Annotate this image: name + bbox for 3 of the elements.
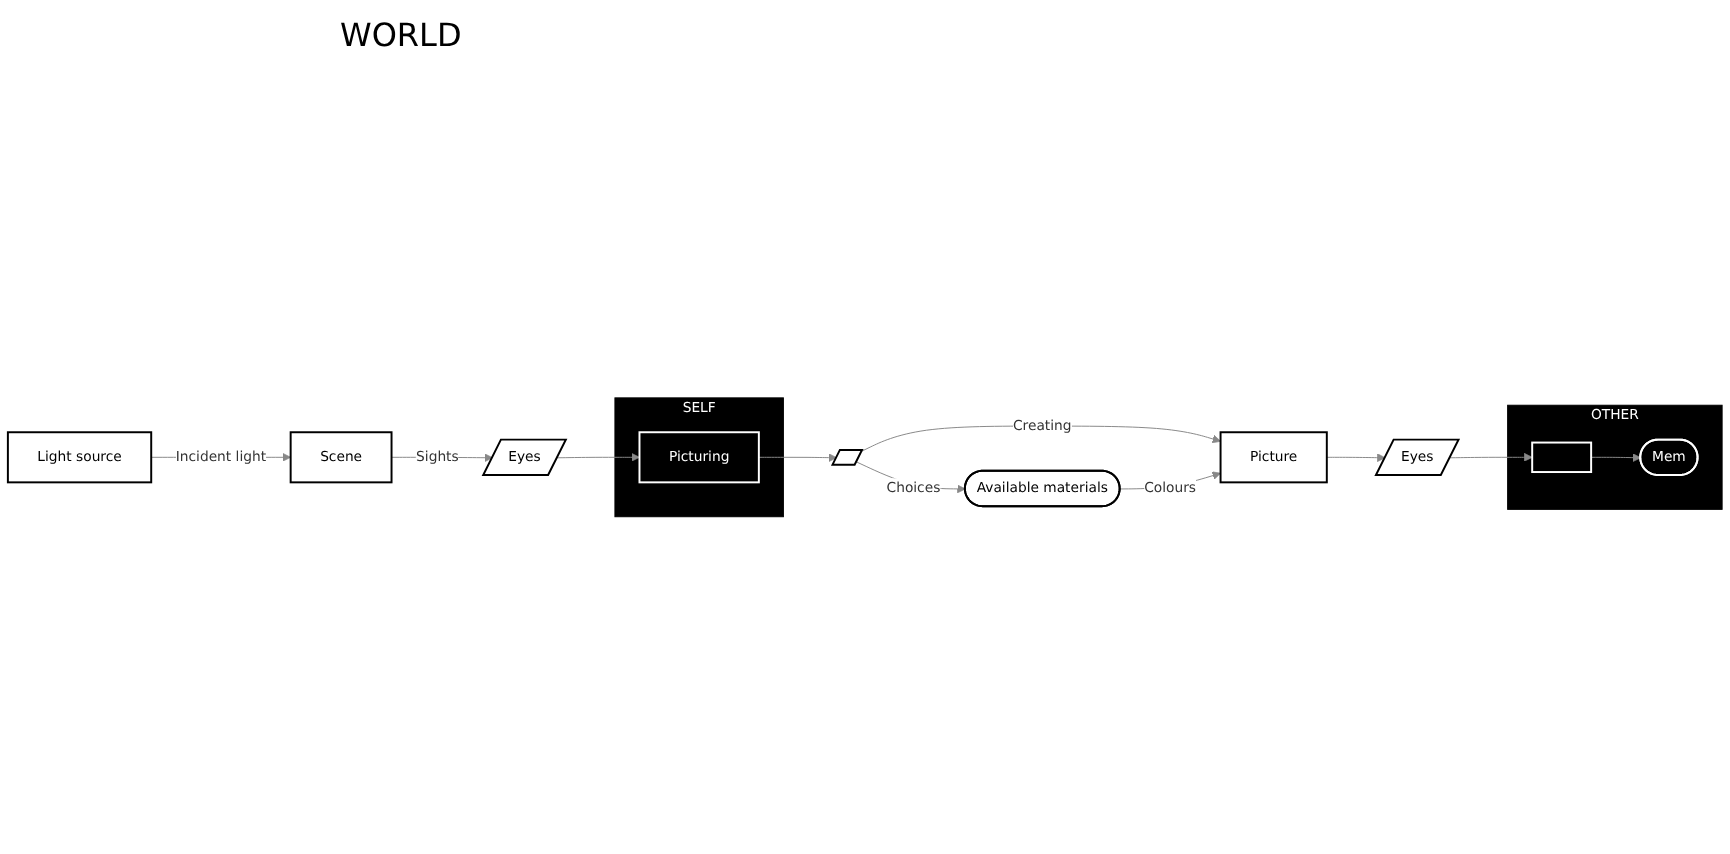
node-parallelogram	[830, 449, 864, 467]
region-label: WORLD	[340, 16, 462, 54]
node-box	[1531, 442, 1593, 474]
